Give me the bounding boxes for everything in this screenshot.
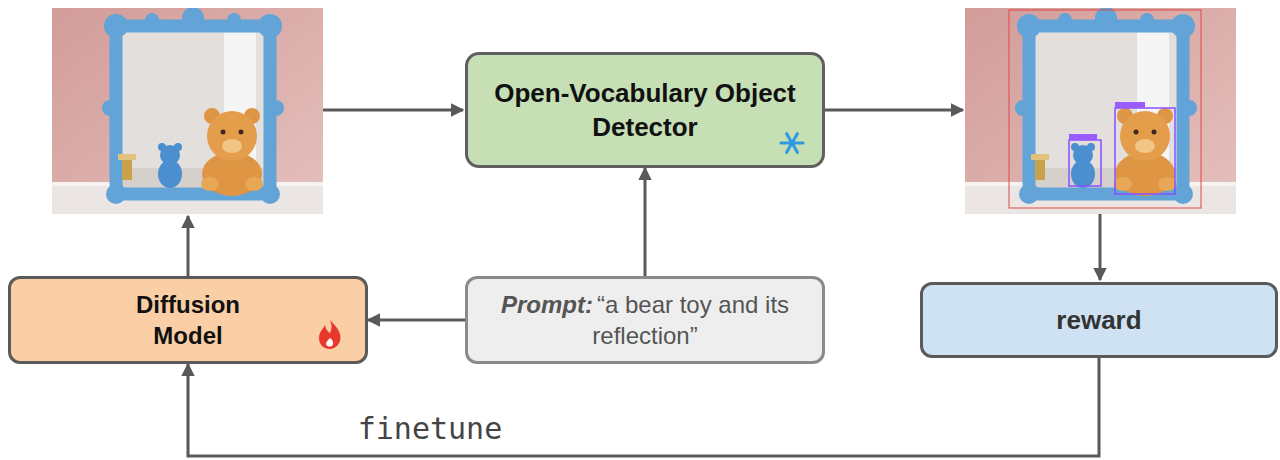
box-text: Prompt: [501, 291, 593, 318]
edge-label: finetune [354, 411, 507, 446]
detected-image [965, 7, 1236, 214]
model-box: Diffusion Model [8, 276, 368, 364]
input-image [52, 7, 323, 214]
text-group: Open-Vocabulary Object Detector [478, 76, 812, 144]
connector [644, 168, 647, 276]
box-text: “a bear toy and its reflection” [592, 291, 789, 349]
flow-arrow [187, 216, 190, 282]
reward-box: reward [920, 282, 1278, 358]
flow-arrow [1099, 214, 1102, 280]
connector [188, 358, 1099, 456]
connector [368, 319, 465, 322]
prompt-box: Prompt: “a bear toy and its reflection” [465, 276, 825, 364]
box-text: Diffusion Model [136, 291, 240, 349]
flow-arrow [323, 109, 463, 112]
box-text: Open-Vocabulary Object Detector [494, 78, 795, 142]
text-group: Prompt: “a bear toy and its reflection” [478, 289, 812, 351]
frozen-icon [781, 134, 803, 153]
text-group: reward [1056, 304, 1141, 336]
trainable-icon [319, 320, 341, 349]
text-group: Diffusion Model [113, 289, 263, 351]
box-text: reward [1056, 305, 1141, 335]
flow-arrow [825, 109, 963, 112]
detector-box: Open-Vocabulary Object Detector [465, 52, 825, 168]
